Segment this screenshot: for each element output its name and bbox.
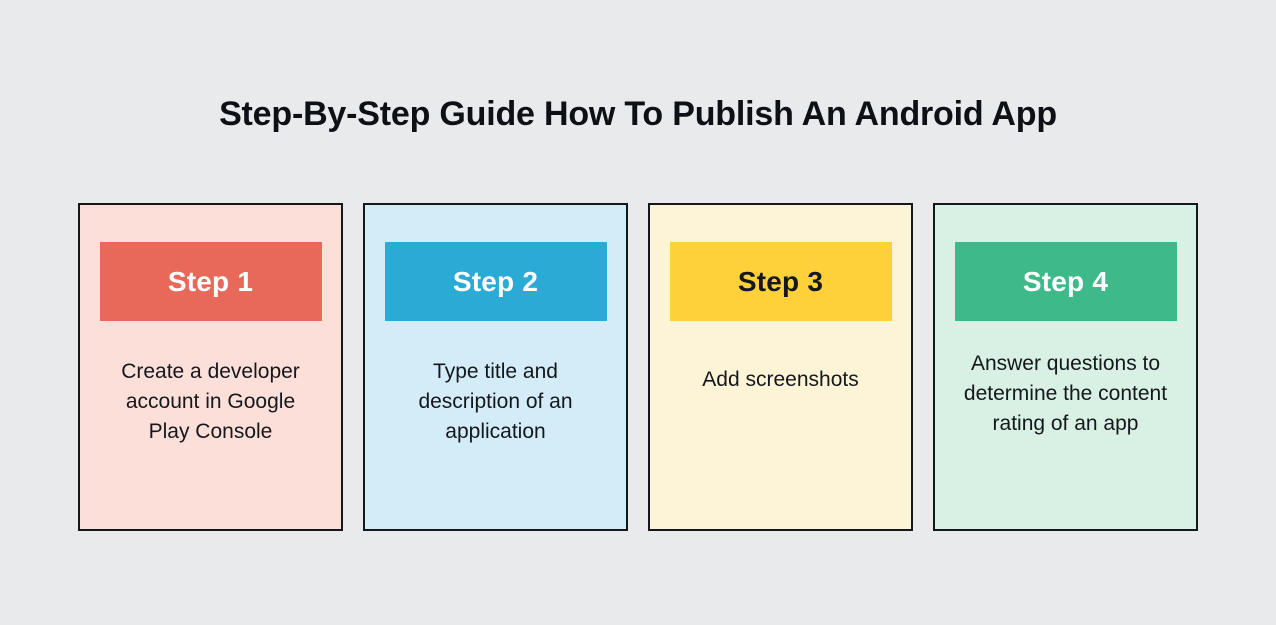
step-card-3-header: Step 3 bbox=[669, 242, 892, 321]
step-card-3-description: Add screenshots bbox=[702, 368, 859, 391]
steps-card-row: Step 1 Create a developer account in Goo… bbox=[78, 203, 1198, 531]
step-card-2-description: Type title and description of an applica… bbox=[418, 360, 573, 443]
step-card-4: Step 4 Answer questions to determine the… bbox=[933, 203, 1198, 531]
page-title: Step-By-Step Guide How To Publish An And… bbox=[219, 95, 1057, 133]
step-card-2-header: Step 2 bbox=[384, 242, 607, 321]
step-card-1: Step 1 Create a developer account in Goo… bbox=[78, 203, 343, 531]
step-card-2: Step 2 Type title and description of an … bbox=[363, 203, 628, 531]
step-card-4-header: Step 4 bbox=[954, 242, 1177, 321]
step-card-1-description: Create a developer account in Google Pla… bbox=[121, 360, 300, 443]
step-card-1-header: Step 1 bbox=[99, 242, 322, 321]
step-card-4-description: Answer questions to determine the conten… bbox=[963, 352, 1168, 435]
step-card-3: Step 3 Add screenshots bbox=[648, 203, 913, 531]
